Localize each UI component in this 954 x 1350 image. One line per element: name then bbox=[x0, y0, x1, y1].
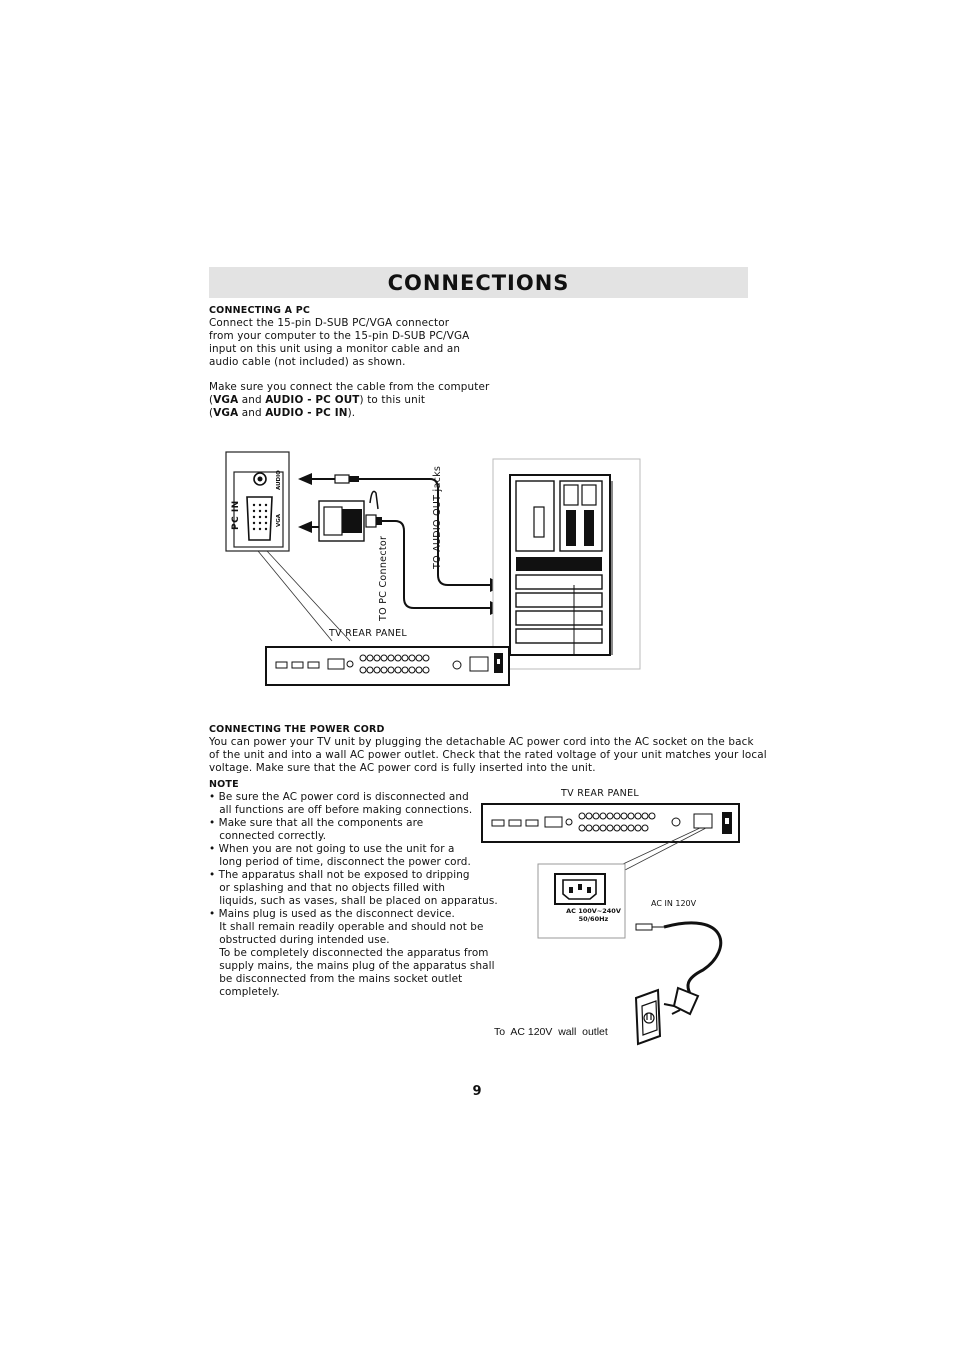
power-para-line: You can power your TV unit by plugging t… bbox=[209, 736, 754, 748]
pc-para1-line: Connect the 15-pin D-SUB PC/VGA connecto… bbox=[209, 317, 450, 329]
note-line: or splashing and that no objects filled … bbox=[209, 882, 446, 894]
ac-in-label: AC IN 120V bbox=[651, 899, 697, 908]
note-line: supply mains, the mains plug of the appa… bbox=[209, 960, 495, 972]
note-line: • The apparatus shall not be exposed to … bbox=[209, 869, 470, 881]
cord-plug-icon bbox=[635, 923, 653, 931]
note-list: • Be sure the AC power cord is disconnec… bbox=[209, 791, 498, 999]
page-number: 9 bbox=[472, 1084, 482, 1099]
pc-section-para2: Make sure you connect the cable from the… bbox=[209, 381, 489, 420]
pc-section-heading: CONNECTING A PC bbox=[209, 305, 311, 316]
vga-port-icon bbox=[246, 496, 273, 541]
to-audio-out-label: TO AUDIO OUT jacks bbox=[432, 465, 443, 569]
note-line: be disconnected from the mains socket ou… bbox=[209, 973, 463, 985]
ac-rating-label: AC 100V~240V 50/60Hz bbox=[555, 907, 632, 923]
note-line: obstructed during intended use. bbox=[209, 934, 390, 946]
power-section-para: You can power your TV unit by plugging t… bbox=[209, 736, 767, 775]
note-line: • Make sure that all the components are bbox=[209, 817, 424, 829]
ac-rating-line: AC 100V~240V bbox=[566, 907, 621, 915]
tv-rear-panel-label-2: TV REAR PANEL bbox=[561, 788, 639, 799]
tv-rear-panel-label: TV REAR PANEL bbox=[329, 628, 407, 639]
ac-rating-line: 50/60Hz bbox=[578, 915, 609, 923]
pc-in-label: PC IN bbox=[231, 500, 241, 530]
pc-para1-line: from your computer to the 15-pin D-SUB P… bbox=[209, 330, 470, 342]
mains-plug-icon bbox=[672, 986, 700, 1016]
power-section-heading: CONNECTING THE POWER CORD bbox=[209, 724, 385, 735]
note-line: • Mains plug is used as the disconnect d… bbox=[209, 908, 455, 920]
arrow-icon bbox=[298, 521, 312, 533]
note-line: all functions are off before making conn… bbox=[209, 804, 473, 816]
pc-para2-line: (VGA and AUDIO - PC IN). bbox=[209, 407, 356, 419]
pc-para1-line: input on this unit using a monitor cable… bbox=[209, 343, 461, 355]
pc-para2-line: Make sure you connect the cable from the… bbox=[209, 381, 490, 393]
note-line: • When you are not going to use the unit… bbox=[209, 843, 455, 855]
pc-para2-line: (VGA and AUDIO - PC OUT) to this unit bbox=[209, 394, 426, 406]
power-para-line: of the unit and into a wall AC power out… bbox=[209, 749, 767, 761]
power-connection-diagram bbox=[481, 803, 740, 1046]
note-line: It shall remain readily operable and sho… bbox=[209, 921, 484, 933]
power-para-line: voltage. Make sure that the AC power cor… bbox=[209, 762, 596, 774]
pc-section-para1: Connect the 15-pin D-SUB PC/VGA connecto… bbox=[209, 317, 469, 369]
pc-connection-diagram bbox=[225, 451, 641, 686]
note-line: connected correctly. bbox=[209, 830, 327, 842]
tv-rear-panel bbox=[265, 646, 510, 686]
vga-label: VGA bbox=[276, 513, 282, 527]
note-heading: NOTE bbox=[209, 779, 239, 790]
pc-para1-line: audio cable (not included) as shown. bbox=[209, 356, 406, 368]
note-line: completely. bbox=[209, 986, 280, 998]
note-line: • Be sure the AC power cord is disconnec… bbox=[209, 791, 469, 803]
wall-outlet-label: To AC 120V wall outlet bbox=[494, 1026, 608, 1038]
note-line: long period of time, disconnect the powe… bbox=[209, 856, 471, 868]
audio-label: AUDIO bbox=[276, 470, 282, 490]
note-line: To be completely disconnected the appara… bbox=[209, 947, 489, 959]
to-pc-connector-label: TO PC Connector bbox=[378, 535, 389, 621]
title-bar bbox=[209, 267, 748, 298]
page-title: CONNECTIONS bbox=[387, 271, 570, 295]
arrow-icon bbox=[298, 473, 312, 485]
note-line: liquids, such as vases, shall be placed … bbox=[209, 895, 498, 907]
